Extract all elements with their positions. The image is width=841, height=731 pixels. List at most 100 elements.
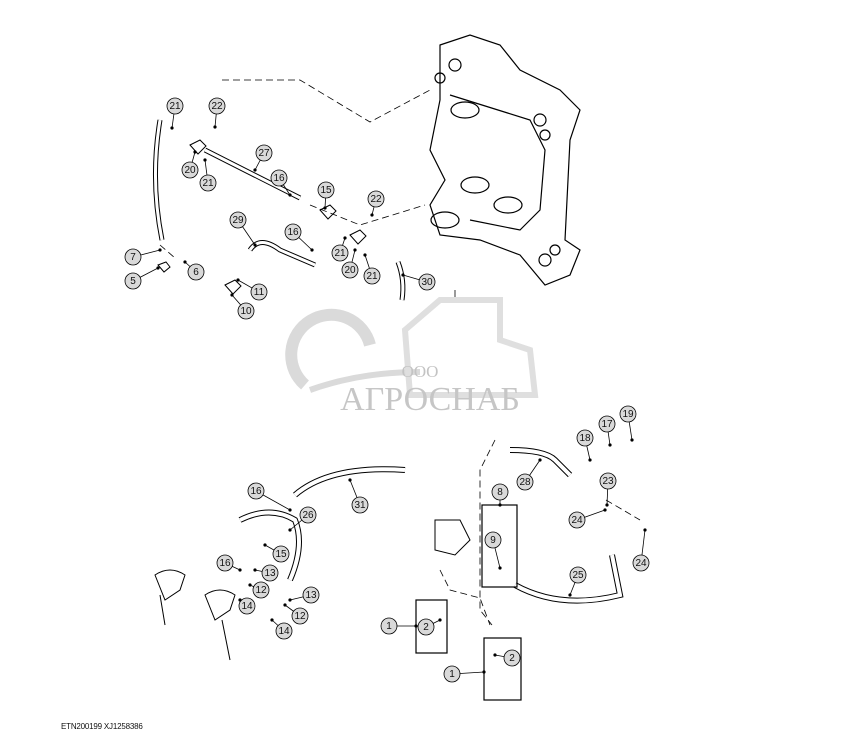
watermark-gear (285, 308, 376, 390)
callout-number: 7 (130, 252, 136, 263)
callout-number: 15 (275, 549, 287, 560)
callout-number: 20 (184, 165, 196, 176)
callout-number: 8 (497, 487, 503, 498)
callout-21: 21 (166, 97, 184, 130)
callout-anchor-dot (283, 603, 287, 607)
callout-anchor-dot (183, 260, 187, 264)
callout-circle (181, 161, 199, 179)
callout-circle (270, 169, 288, 187)
callout-circle (252, 581, 270, 599)
callout-number: 24 (571, 515, 583, 526)
callout-anchor-dot (203, 158, 207, 162)
callout-anchor-dot (370, 213, 374, 217)
callout-number: 9 (490, 535, 496, 546)
callout-14: 14 (238, 597, 256, 615)
callout-22: 22 (208, 97, 226, 129)
callout-21: 21 (199, 158, 217, 192)
callout-anchor-dot (343, 236, 347, 240)
callout-26: 26 (288, 506, 317, 532)
callout-anchor-dot (230, 293, 234, 297)
callout-circle (261, 564, 279, 582)
callout-21: 21 (331, 236, 349, 262)
callout-7: 7 (124, 248, 162, 266)
callout-number: 27 (258, 148, 270, 159)
callout-number: 21 (169, 101, 181, 112)
callout-circle (417, 618, 435, 636)
callout-circle (124, 248, 142, 266)
callout-number: 21 (366, 271, 378, 282)
callout-anchor-dot (643, 528, 647, 532)
callout-anchor-dot (414, 624, 418, 628)
callout-anchor-dot (248, 583, 252, 587)
callout-circle (331, 244, 349, 262)
callout-anchor-dot (630, 438, 634, 442)
callout-17: 17 (598, 415, 616, 447)
callout-circle (598, 415, 616, 433)
callout-anchor-dot (605, 503, 609, 507)
callout-number: 16 (250, 486, 262, 497)
callout-anchor-dot (363, 253, 367, 257)
callout-number: 24 (635, 558, 647, 569)
callout-16: 16 (270, 169, 292, 197)
callout-number: 16 (273, 173, 285, 184)
callout-circle (576, 429, 594, 447)
callout-8: 8 (491, 483, 509, 507)
dashed-leaders (159, 79, 641, 626)
callout-circle (208, 97, 226, 115)
callout-16: 16 (247, 482, 292, 512)
callout-circle (341, 261, 359, 279)
callout-14: 14 (270, 618, 293, 640)
callout-circle (124, 272, 142, 290)
callout-circle (247, 482, 265, 500)
callout-19: 19 (619, 405, 637, 442)
callout-circle (284, 223, 302, 241)
callout-anchor-dot (170, 126, 174, 130)
callout-circle (229, 211, 247, 229)
callout-number: 30 (421, 277, 433, 288)
callout-circle (199, 174, 217, 192)
callout-number: 26 (302, 510, 314, 521)
callout-box-1-lower (483, 637, 522, 701)
callout-anchor-dot (288, 193, 292, 197)
callout-number: 25 (572, 570, 584, 581)
callout-circle (443, 665, 461, 683)
callout-anchor-dot (288, 508, 292, 512)
callout-number: 22 (370, 194, 382, 205)
callout-13: 13 (288, 586, 320, 604)
callout-circle (568, 511, 586, 529)
callout-28: 28 (516, 458, 542, 491)
watermark-prefix: ООО (402, 362, 439, 381)
callout-anchor-dot (158, 248, 162, 252)
callout-number: 13 (264, 568, 276, 579)
callout-number: 29 (232, 215, 244, 226)
callout-anchor-dot (323, 206, 327, 210)
callout-anchor-dot (603, 508, 607, 512)
callout-circle (317, 181, 335, 199)
callout-anchor-dot (498, 566, 502, 570)
callout-circle (302, 586, 320, 604)
callout-circle (418, 273, 436, 291)
callout-circle (237, 302, 255, 320)
callout-anchor-dot (538, 458, 542, 462)
callout-circle (216, 554, 234, 572)
callout-number: 5 (130, 276, 136, 287)
callout-circle (275, 622, 293, 640)
callout-1: 1 (443, 665, 486, 683)
callout-25: 25 (568, 566, 587, 597)
callout-circle (166, 97, 184, 115)
callout-number: 31 (354, 500, 366, 511)
bottom-hoses (154, 447, 624, 661)
callout-anchor-dot (493, 653, 497, 657)
callout-circle (619, 405, 637, 423)
watermark-name: АГРОСНАБ (340, 381, 520, 418)
callout-anchor-dot (253, 568, 257, 572)
callout-23: 23 (599, 472, 617, 507)
top-hoses (152, 119, 406, 301)
callout-number: 12 (294, 611, 306, 622)
callout-circle (516, 473, 534, 491)
callout-number: 10 (240, 306, 252, 317)
callout-number: 6 (193, 267, 199, 278)
callout-circle (503, 649, 521, 667)
callout-number: 18 (579, 433, 591, 444)
